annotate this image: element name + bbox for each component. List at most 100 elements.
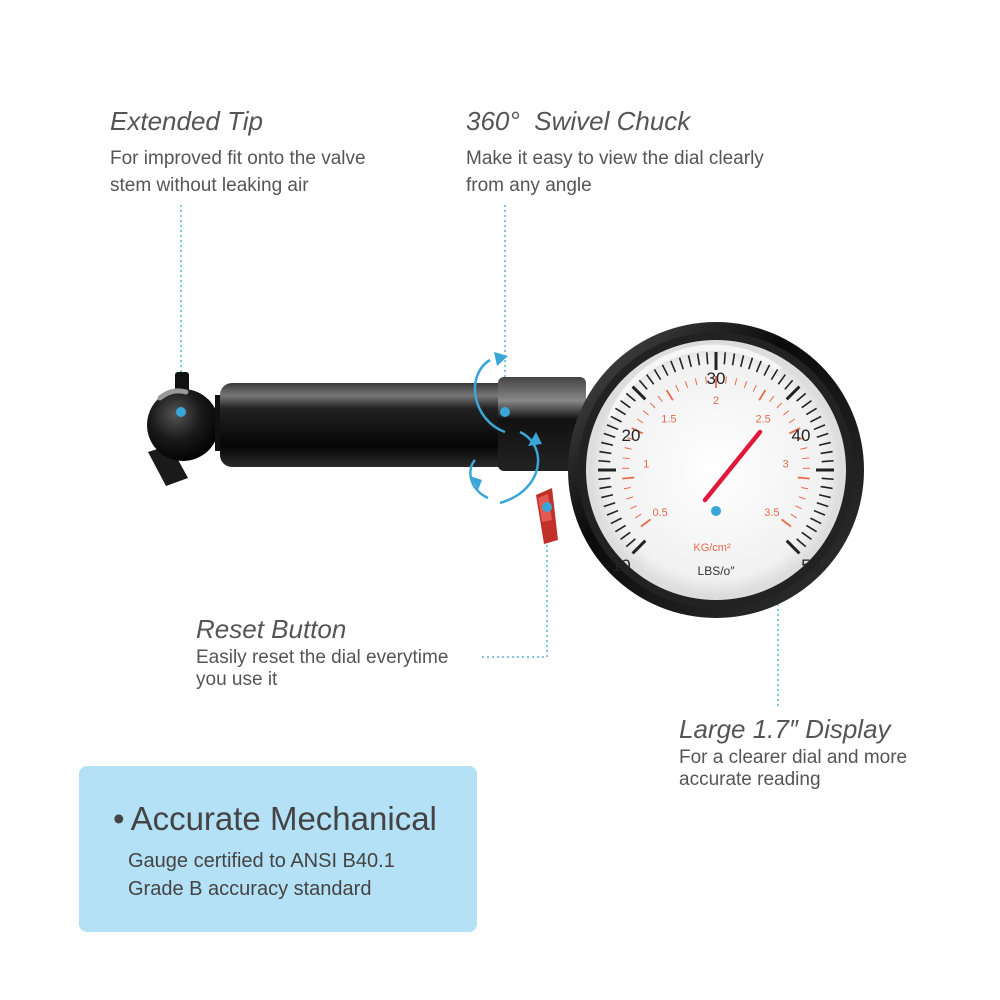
inner-tick [790, 513, 798, 519]
outer-tick [810, 517, 822, 525]
outer-tick [601, 493, 614, 499]
callout-swivel-chuck: 360° Swivel Chuck Make it easy to view t… [466, 106, 826, 199]
bullet-icon: • [113, 800, 125, 837]
callout-extended-tip: Extended Tip For improved fit onto the v… [110, 106, 440, 199]
inner-tick [636, 418, 644, 424]
inner-tick [694, 378, 698, 386]
outer-tick [687, 355, 693, 368]
feature-infobox: •Accurate Mechanical Gauge certified to … [79, 766, 477, 932]
dial-unit-lbs: LBS/o″ [698, 564, 736, 578]
inner-tick [769, 395, 775, 402]
outer-tick [796, 392, 807, 402]
outer-tick [598, 477, 611, 481]
inner-scale-label: 3.5 [764, 507, 779, 519]
outer-tick [820, 485, 833, 490]
outer-tick [739, 355, 745, 368]
outer-tick [821, 459, 834, 463]
swivel-arrows [469, 352, 542, 505]
outer-tick [599, 485, 612, 490]
callout-description: Make it easy to view the dial clearly fr… [466, 145, 826, 199]
outer-tick [731, 353, 736, 366]
callout-title: 360° Swivel Chuck [466, 106, 691, 136]
chuck-head [147, 372, 231, 486]
inner-tick [743, 380, 748, 388]
marker-reset-button [542, 502, 552, 512]
inner-tick [649, 402, 656, 409]
inner-tick [622, 457, 630, 460]
outer-tick [747, 357, 754, 370]
inner-scale-label: 1.5 [661, 413, 676, 425]
callout-desc-line: accurate reading [679, 769, 821, 790]
outer-tick [696, 353, 701, 366]
outer-tick [801, 531, 812, 541]
outer-scale-label: 50 [801, 556, 820, 575]
outer-tick [678, 357, 685, 370]
outer-scale-label: 30 [707, 369, 726, 388]
inner-scale-label: 0.5 [652, 507, 667, 519]
marker-swivel-chuck [500, 407, 510, 417]
inner-tick [684, 380, 689, 388]
callout-reset-button: Reset Button Easily reset the dial every… [196, 614, 496, 691]
outer-tick [818, 493, 831, 499]
inner-tick [734, 378, 738, 386]
inner-tick [640, 518, 652, 528]
outer-tick [813, 424, 826, 431]
inner-tick [788, 418, 796, 424]
gauge-tube [220, 377, 586, 471]
inner-tick [630, 505, 637, 510]
outer-tick [810, 415, 822, 423]
outer-tick [818, 441, 831, 447]
inner-tick [631, 427, 644, 435]
callout-markers [176, 407, 552, 512]
inner-tick [705, 376, 707, 384]
outer-tick [631, 539, 647, 555]
infobox-heading: •Accurate Mechanical [113, 800, 437, 838]
outer-tick [785, 385, 801, 401]
outer-tick [805, 524, 818, 533]
outer-tick [610, 517, 622, 525]
outer-tick [723, 352, 727, 365]
inner-tick [801, 487, 809, 490]
infobox-line: Grade B accuracy standard [128, 878, 372, 900]
inner-tick [675, 384, 680, 392]
callout-desc-line: from any angle [466, 175, 592, 196]
inner-tick [752, 384, 757, 392]
inner-scale-label: 2 [713, 395, 719, 407]
inner-tick [788, 427, 801, 435]
outer-tick [796, 538, 807, 548]
callout-desc-line: Easily reset the dial everytime [196, 647, 449, 668]
callout-title: Extended Tip [110, 106, 263, 136]
infobox-heading-text: Accurate Mechanical [130, 800, 437, 837]
inner-tick [725, 376, 727, 384]
outer-tick [614, 407, 627, 416]
outer-tick [610, 415, 622, 423]
inner-tick [797, 476, 810, 480]
marker-extended-tip [176, 407, 186, 417]
callout-desc-line: For a clearer dial and more [679, 747, 908, 768]
inner-scale-label: 3 [783, 458, 789, 470]
inner-tick [622, 476, 635, 480]
outer-tick [620, 531, 631, 541]
outer-tick [670, 360, 677, 373]
outer-tick [603, 432, 616, 439]
callout-display: Large 1.7″ Display For a clearer dial an… [679, 714, 979, 791]
outer-tick [606, 509, 619, 516]
inner-tick [627, 437, 635, 441]
inner-tick [780, 518, 792, 528]
inner-scale-label: 2.5 [755, 413, 770, 425]
inner-tick [634, 513, 642, 519]
outer-tick [614, 524, 627, 533]
inner-tick [800, 447, 808, 450]
outer-scale-label: 20 [622, 426, 641, 445]
outer-tick [705, 352, 709, 365]
outer-tick [598, 459, 611, 463]
outer-tick [645, 374, 655, 385]
leader-reset-button [480, 510, 548, 658]
callout-description: For improved fit onto the valve stem wit… [110, 145, 440, 199]
inner-tick [797, 437, 805, 441]
outer-tick [813, 509, 826, 516]
outer-tick [620, 399, 631, 409]
callout-title: Reset Button [196, 614, 347, 644]
